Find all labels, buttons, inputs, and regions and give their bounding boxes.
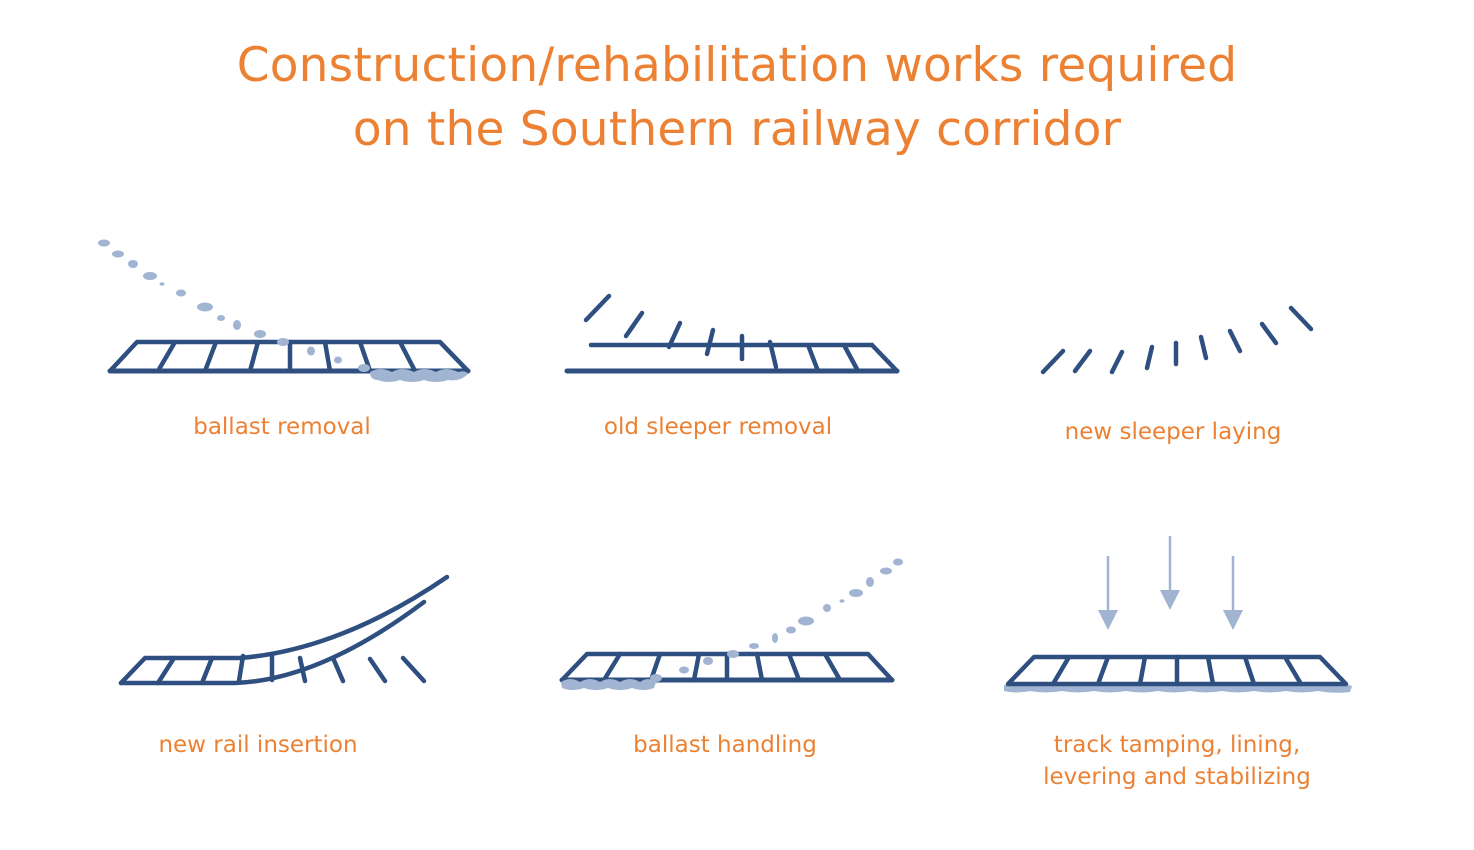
page-title: Construction/rehabilitation works requir…: [0, 34, 1474, 162]
down-arrow-icon: [1160, 536, 1180, 610]
down-arrow-icon: [1223, 556, 1243, 630]
step-label-ballast-removal: ballast removal: [193, 414, 371, 440]
step-label-ballast-handling: ballast handling: [633, 732, 817, 758]
track-tamping-icon: [1004, 536, 1352, 693]
old-sleeper-removal-icon: [564, 293, 900, 374]
step-label-track-tamping-line-2: levering and stabilizing: [1043, 764, 1311, 790]
step-label-old-sleeper-removal: old sleeper removal: [603, 414, 833, 440]
step-label-track-tamping-line-1: track tamping, lining,: [1053, 732, 1301, 758]
ballast-removal-icon: [98, 239, 471, 382]
title-line-2: on the Southern railway corridor: [352, 102, 1122, 157]
ballast-handling-icon: [559, 558, 903, 690]
title-line-1: Construction/rehabilitation works requir…: [236, 38, 1238, 93]
new-rail-insertion-icon: [118, 574, 450, 686]
down-arrow-icon: [1098, 556, 1118, 630]
step-label-new-rail-insertion: new rail insertion: [158, 732, 358, 758]
step-label-track-tamping: track tamping, lining, levering and stab…: [1002, 729, 1352, 793]
step-label-new-sleeper-laying: new sleeper laying: [1064, 419, 1282, 445]
new-sleeper-laying-icon: [1040, 305, 1314, 375]
